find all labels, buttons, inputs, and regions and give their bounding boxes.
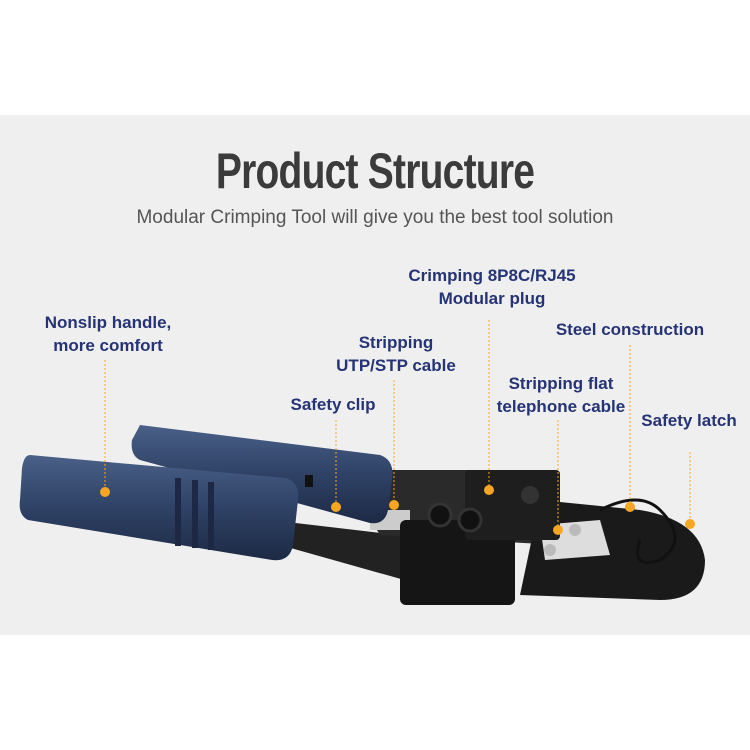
page-title: Product Structure <box>215 143 535 199</box>
callout-crimping-line2: Modular plug <box>438 289 546 308</box>
callout-steel: Steel construction <box>556 318 704 341</box>
crimp-die-block <box>400 520 515 605</box>
callout-handle-line2: more comfort <box>53 336 163 355</box>
callout-stripping-utp-line1: Stripping <box>358 333 434 352</box>
callout-stripping-utp: Stripping UTP/STP cable <box>336 331 456 377</box>
callout-stripping-flat-line2: telephone cable <box>496 397 626 416</box>
callout-safety-clip-line1: Safety clip <box>290 395 376 414</box>
spring <box>599 498 677 564</box>
callout-steel-line1: Steel construction <box>555 320 705 339</box>
metal-body <box>270 470 705 605</box>
callout-handle-line1: Nonslip handle, <box>44 313 172 332</box>
callout-stripping-utp-line2: UTP/STP cable <box>336 356 456 375</box>
callout-markers <box>100 320 695 535</box>
callout-crimping: Crimping 8P8C/RJ45 Modular plug <box>408 264 575 310</box>
page-subtitle: Modular Crimping Tool will give you the … <box>136 207 614 228</box>
callout-safety-latch-line1: Safety latch <box>641 411 737 430</box>
callout-crimping-line1: Crimping 8P8C/RJ45 <box>408 266 576 285</box>
callout-safety-latch: Safety latch <box>641 409 736 432</box>
callout-stripping-flat-line1: Stripping flat <box>508 374 614 393</box>
handles <box>19 425 393 561</box>
callout-stripping-flat: Stripping flat telephone cable <box>497 372 625 418</box>
callout-handle: Nonslip handle, more comfort <box>45 311 172 357</box>
callout-safety-clip: Safety clip <box>290 393 375 416</box>
